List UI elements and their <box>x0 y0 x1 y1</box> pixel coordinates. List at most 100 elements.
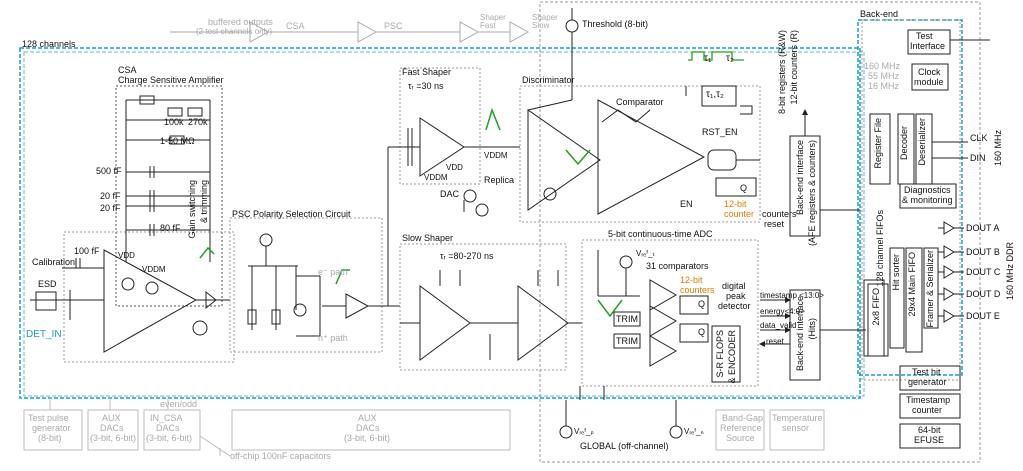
csa-vddm: VDDM <box>142 265 166 274</box>
csa-top-label: CSA <box>286 21 305 31</box>
discriminator-circuit <box>527 85 760 215</box>
tp-3: (8-bit) <box>38 433 62 443</box>
adc-green <box>597 299 623 318</box>
efuse-2: EFUSE <box>914 435 945 445</box>
mhz160-label: 160 MHz <box>993 130 1003 167</box>
csa-r100k: 100k <box>164 117 184 127</box>
dout-e: DOUT E <box>966 311 1000 321</box>
register-file: Register File <box>873 118 883 169</box>
tp-1: Test pulse <box>28 413 69 423</box>
bottom-blocks <box>23 398 825 457</box>
hits-interface <box>789 289 821 381</box>
csa-c20b: 20 fF <box>100 203 121 213</box>
diag-1: Diagnostics <box>904 185 951 195</box>
freq-55: 55 MHz <box>868 71 900 81</box>
counters-reset-1: counters <box>762 209 797 219</box>
aux2-3: (3-bit, 6-bit) <box>344 433 391 443</box>
energy-bus: energy<4:0> <box>760 307 805 316</box>
psc-title: PSC Polarity Selection Circuit <box>232 209 351 219</box>
efuse-1: 64-bit <box>918 425 941 435</box>
peak-3: detector <box>718 301 751 311</box>
adc-counters-1: 12-bit <box>680 275 703 285</box>
timestamp-counter-1: Timestamp <box>906 395 951 405</box>
psc-e-path: e⁻ path <box>318 267 348 277</box>
adc-block <box>581 239 759 387</box>
bandgap-2: Reference <box>720 423 762 433</box>
slow-shaper-tau: τᵣ =80-270 ns <box>440 251 494 261</box>
peak-2: peak <box>726 291 746 301</box>
adc-comparators: 31 comparators <box>646 261 709 271</box>
clock-2: module <box>914 77 944 87</box>
disc-counter-1: 12-bit <box>724 199 747 209</box>
dout-d: DOUT D <box>966 289 1001 299</box>
psc-circuit <box>247 233 400 337</box>
incsa-2: DACs <box>156 423 180 433</box>
global-label: GLOBAL (off-channel) <box>580 441 669 451</box>
temp-2: sensor <box>782 423 810 433</box>
channels-label: 128 channels <box>22 39 76 49</box>
csa-vdd: VDD <box>118 251 135 260</box>
test-hit-1: Test hit <box>912 367 941 377</box>
aux2-1: AUX <box>358 413 377 423</box>
threshold-source <box>565 8 579 100</box>
dac-label: DAC <box>440 189 460 199</box>
deserializer: Deserializer <box>917 118 927 166</box>
slow-shaper-circuit <box>400 270 582 361</box>
decoder: Decoder <box>899 126 909 161</box>
fifos-label: 128 channel FIFOs <box>875 210 885 287</box>
buffered-outputs-note: (2 test channels only) <box>196 27 273 36</box>
hits-label-2: (Hits) <box>807 318 817 340</box>
flops-2: & ENCODER <box>727 330 737 384</box>
afe-label-1: Back-end interface <box>795 140 805 216</box>
dout-b: DOUT B <box>966 247 1000 257</box>
fast-shaper-block <box>399 67 481 185</box>
csa-c20a: 20 fF <box>100 191 121 201</box>
psc-green-signal <box>335 269 350 285</box>
aux1-3: (3-bit, 6-bit) <box>90 433 137 443</box>
test-interface-2: Interface <box>910 41 946 51</box>
gain-label-1: Gain switching <box>187 180 197 239</box>
counters-reset-2: reset <box>764 219 785 229</box>
tau2-label: τ₂ <box>726 53 734 64</box>
det-in-label: DET_IN <box>26 329 62 340</box>
fast-shaper-tau: τᵣ =30 ns <box>408 81 444 91</box>
outer-frame <box>539 1 981 463</box>
psc-h-path: h⁺ path <box>318 333 348 343</box>
slow-shaper-block <box>399 243 567 371</box>
csa-r-range: 1-50 MΩ <box>160 136 195 146</box>
dout-c: DOUT C <box>966 267 1001 277</box>
aux1-1: AUX <box>102 413 121 423</box>
channel-frame <box>19 47 861 399</box>
bandgap-3: Source <box>726 433 755 443</box>
global-sources <box>559 386 683 439</box>
fast-shaper-vdd: VDD <box>446 163 463 172</box>
threshold-label: Threshold (8-bit) <box>582 19 649 29</box>
discriminator-block <box>519 85 761 223</box>
psc-block <box>229 217 383 353</box>
disc-counter-2: counter <box>724 209 755 219</box>
shaper-fast-label-2: Fast <box>480 21 496 30</box>
csa-title-2: Charge Sensitive Amplifier <box>118 75 224 85</box>
adc-q1: Q <box>698 299 706 309</box>
comparator-label: Comparator <box>616 97 664 107</box>
afe-label-2: (AFE registers & counters) <box>807 140 817 247</box>
regs-label-2: 12-bit counters (R) <box>789 30 799 105</box>
replica-label: Replica <box>484 175 515 185</box>
buffered-outputs <box>170 21 530 43</box>
freq-160: 160 MHz <box>864 61 901 71</box>
shaper-fast-label-1: Shaper <box>480 13 506 22</box>
dout-buffers <box>938 221 964 323</box>
shaper-slow-label-2: Slow <box>532 21 550 30</box>
hit-sorter-2: 29x4 Main FIFO <box>907 252 917 317</box>
din-label: DIN <box>970 153 986 163</box>
trim-1: TRIM <box>616 314 638 324</box>
bandgap-1: Band-Gap <box>722 413 764 423</box>
csa-block <box>115 85 223 307</box>
en-label: EN <box>680 199 693 209</box>
fast-shaper-circuit <box>387 117 520 306</box>
incsa-1: IN_CSA <box>150 413 183 423</box>
buffered-outputs-label: buffered outputs <box>208 17 273 27</box>
csa-c100: 100 fF <box>74 246 100 256</box>
discriminator-green <box>565 149 591 166</box>
ddr-label: 160 MHz DDR <box>1005 242 1015 301</box>
